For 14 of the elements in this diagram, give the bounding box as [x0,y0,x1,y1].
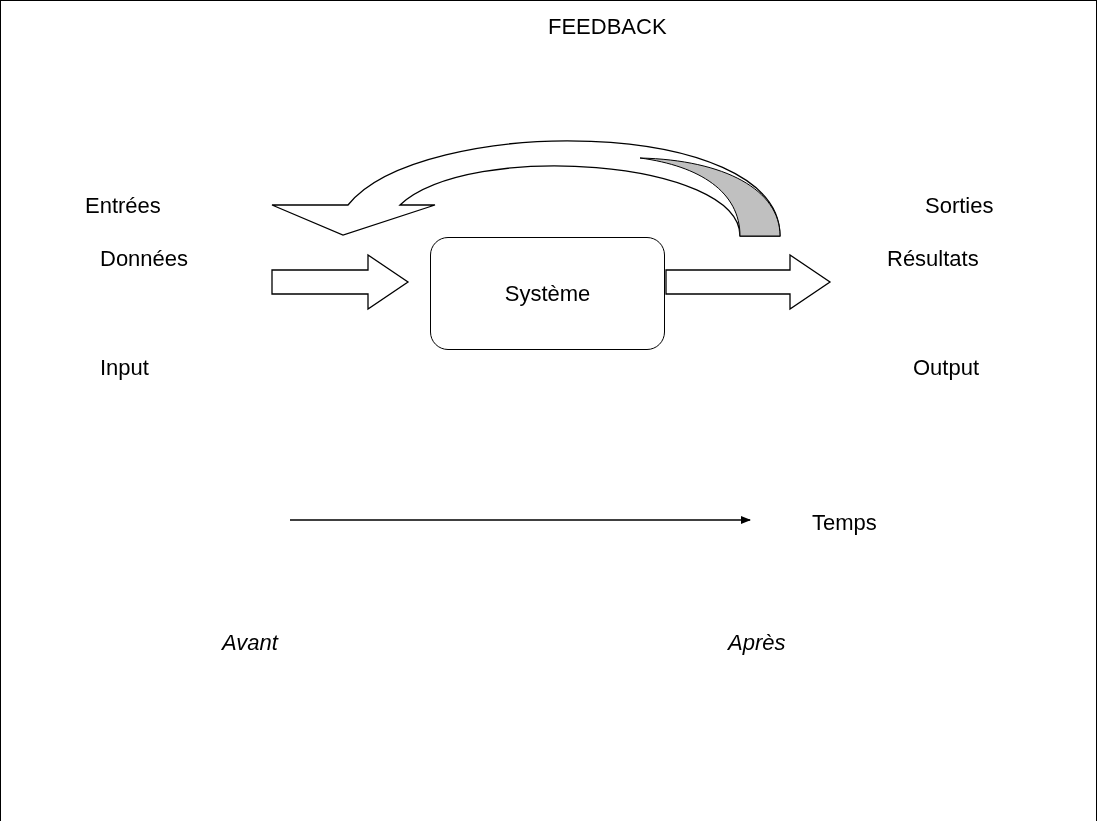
axis-label: Temps [812,509,877,537]
side-label: Input [100,354,149,382]
title: FEEDBACK [548,13,667,41]
block-arrow [665,253,832,311]
side-label: Output [913,354,980,382]
side-label: Données [100,245,189,273]
box-label: Système [504,280,591,308]
side-label: Résultats [887,245,979,273]
process-box [430,237,665,350]
block-arrow [271,253,410,311]
time-label: Après [728,629,786,657]
time-label: Avant [222,629,278,657]
side-label: Sorties [925,192,994,220]
side-label: Entrées [85,192,161,220]
